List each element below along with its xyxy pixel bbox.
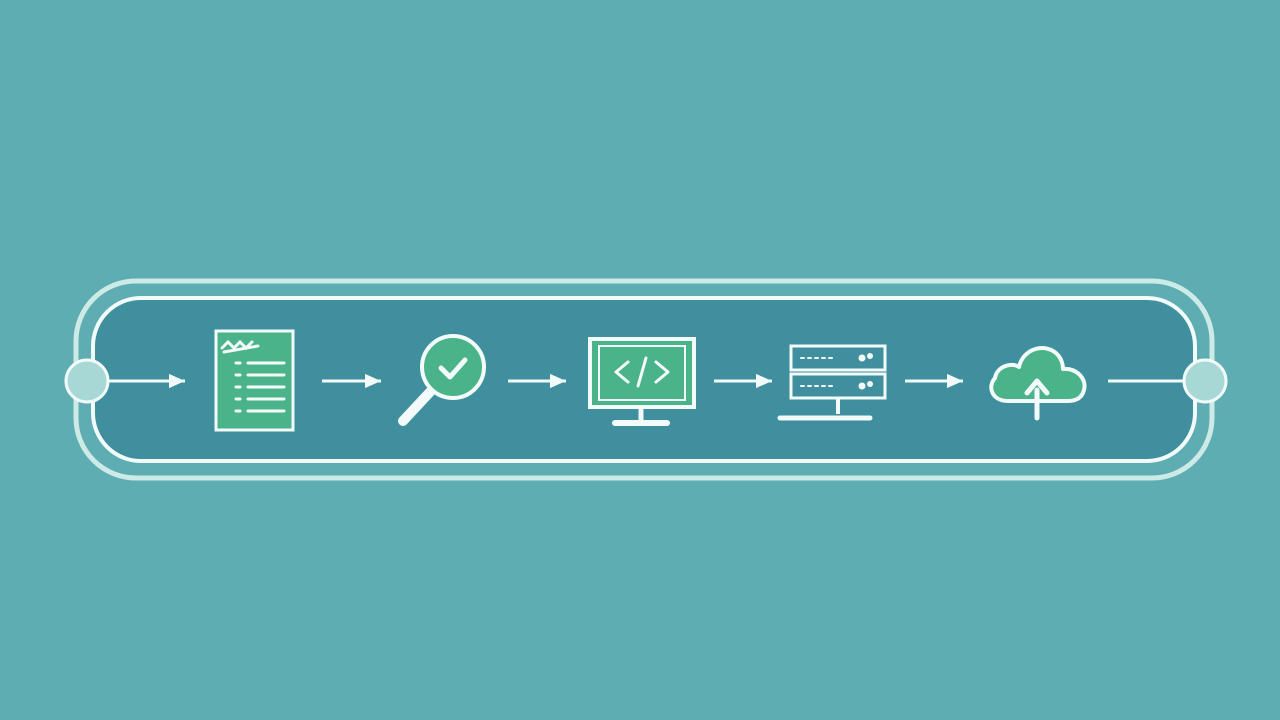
start-node <box>64 358 110 404</box>
document-icon <box>214 329 295 432</box>
code-monitor-icon <box>588 337 696 426</box>
end-node <box>1182 358 1228 404</box>
search-check-icon <box>398 334 486 426</box>
server-icon <box>777 344 887 421</box>
cloud-upload-icon <box>989 346 1087 421</box>
